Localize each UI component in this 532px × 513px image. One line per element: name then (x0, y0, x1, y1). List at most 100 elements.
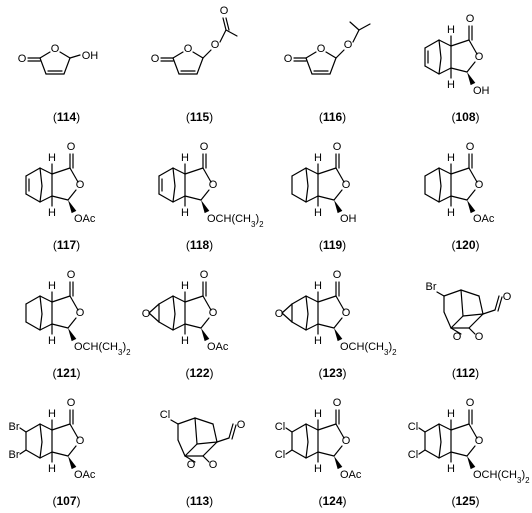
bridgehead-hydrogen-top: H (181, 152, 189, 164)
compound-number: 120 (455, 238, 476, 252)
halogen-1: Cl (408, 421, 418, 433)
bridge-oxygen: O (453, 331, 462, 343)
bridgehead-hydrogen-bottom: H (48, 463, 56, 475)
compound-number: 114 (56, 110, 77, 124)
compound-number: 116 (322, 110, 343, 124)
carbonyl-oxygen: O (67, 397, 76, 409)
lactone-oxygen: O (342, 307, 351, 319)
substituent-group: OCH(CH3)2 (207, 213, 264, 229)
bridgehead-hydrogen-top: H (181, 280, 189, 292)
hydroxyl-group: OH (82, 50, 99, 62)
carbonyl-oxygen: O (200, 269, 209, 281)
compound-label: (117) (52, 238, 81, 252)
halogen-2: Br (9, 449, 20, 461)
halogen-1: Br (9, 421, 20, 433)
carbonyl-oxygen: O (151, 53, 160, 65)
bridgehead-hydrogen-top: H (48, 280, 56, 292)
compound-number: 124 (322, 494, 343, 508)
bridgehead-hydrogen-bottom: H (447, 463, 455, 475)
compound-label: (125) (451, 494, 480, 508)
lactone-oxygen: O (342, 435, 351, 447)
bridgehead-hydrogen-bottom: H (314, 463, 322, 475)
acetyl-oxygen: O (220, 5, 229, 17)
compound-number: 123 (322, 366, 343, 380)
compound-number: 117 (56, 238, 77, 252)
compound-label: (113) (185, 494, 214, 508)
carbonyl-oxygen: O (284, 53, 293, 65)
compound-number: 118 (189, 238, 210, 252)
compound-label: (120) (451, 238, 480, 252)
substituent-group: OCH(CH3)2 (473, 469, 530, 485)
substituent-group: OAc (473, 213, 495, 225)
halogen-2: Cl (275, 449, 285, 461)
bridgehead-hydrogen-top: H (48, 152, 56, 164)
lactone-oxygen: O (342, 179, 351, 191)
bridgehead-hydrogen-bottom: H (181, 335, 189, 347)
carbonyl-oxygen: O (466, 13, 475, 25)
bridgehead-hydrogen-bottom: H (48, 207, 56, 219)
lactone-oxygen: O (76, 435, 85, 447)
epoxide-oxygen: O (142, 308, 151, 320)
substituent-group: OH (340, 213, 357, 225)
bridge-oxygen: O (187, 459, 196, 471)
bridgehead-hydrogen-top: H (314, 408, 322, 420)
compound-number: 107 (56, 494, 77, 508)
lactone-oxygen: O (475, 435, 484, 447)
ring-oxygen: O (475, 331, 484, 343)
carbonyl-oxygen: O (18, 53, 27, 65)
carbonyl-oxygen: O (67, 141, 76, 153)
bridgehead-hydrogen-top: H (314, 152, 322, 164)
halogen-substituent: Cl (160, 409, 170, 421)
compound-number: 115 (189, 110, 210, 124)
compound-number: 112 (455, 366, 476, 380)
bridgehead-hydrogen-top: H (48, 408, 56, 420)
substituent-group: OAc (207, 341, 229, 353)
compound-label: (112) (451, 366, 480, 380)
substituent-group: OCH(CH3)2 (74, 341, 131, 357)
lactone-oxygen: O (475, 51, 484, 63)
compound-label: (115) (185, 110, 214, 124)
ring-oxygen: O (51, 43, 60, 55)
carbonyl-oxygen: O (200, 141, 209, 153)
compound-number: 122 (189, 366, 210, 380)
structure-114: O O OH (18, 43, 99, 75)
carbonyl-oxygen: O (67, 269, 76, 281)
bridgehead-hydrogen-bottom: H (447, 207, 455, 219)
compound-label: (108) (451, 110, 480, 124)
bridgehead-hydrogen-top: H (314, 280, 322, 292)
ring-oxygen: O (209, 459, 218, 471)
lactone-oxygen: O (76, 307, 85, 319)
carbonyl-oxygen: O (503, 291, 512, 303)
compound-number: 125 (455, 494, 476, 508)
compound-label: (121) (52, 366, 81, 380)
ring-oxygen: O (184, 43, 193, 55)
ring-oxygen: O (317, 43, 326, 55)
compound-label: (116) (318, 110, 347, 124)
compound-number: 108 (455, 110, 476, 124)
carbonyl-oxygen: O (333, 397, 342, 409)
